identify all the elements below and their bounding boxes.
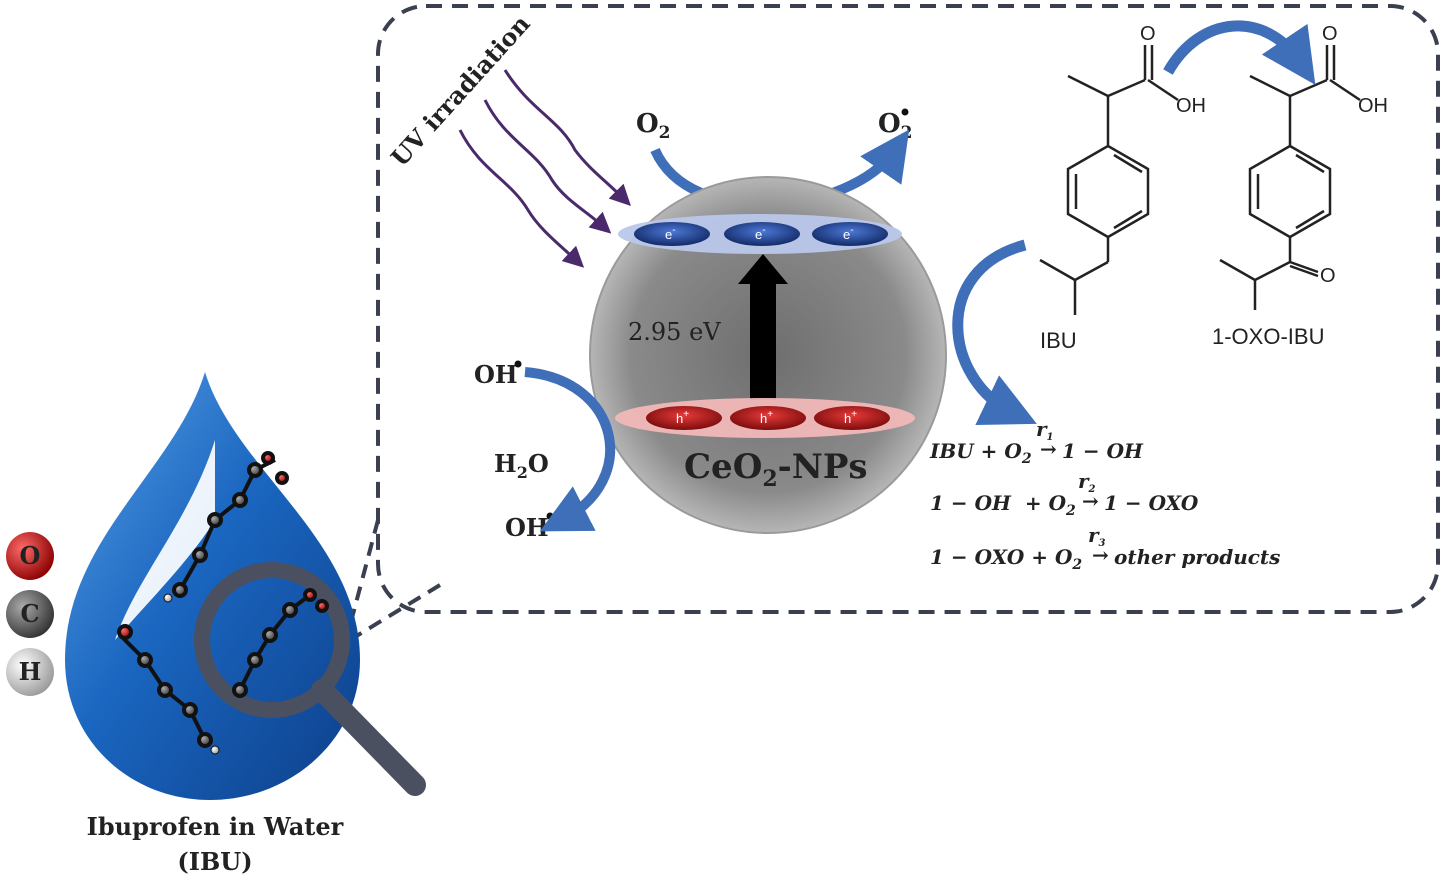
eq1-rhs: 1 − OH bbox=[1062, 439, 1144, 463]
conversion-arrow bbox=[1163, 20, 1316, 85]
legend-hydrogen-ball bbox=[6, 648, 54, 696]
ibu-label: IBU bbox=[1040, 328, 1077, 353]
eq1-lhs: IBU + O2 bbox=[929, 439, 1032, 467]
eq3-arrow: → bbox=[1092, 543, 1109, 567]
water-oxidation-arrow bbox=[524, 367, 616, 532]
eq3-rhs: other products bbox=[1114, 545, 1280, 569]
legend-hydrogen-label: H bbox=[19, 657, 42, 686]
oxo-oh-group: OH bbox=[1358, 95, 1388, 117]
caption-line-2: (IBU) bbox=[177, 847, 252, 876]
uv-ray-1 bbox=[503, 69, 631, 206]
holes: h+ h+ h+ bbox=[646, 406, 890, 430]
ibu-structure bbox=[1039, 45, 1179, 315]
drop-molecule-2 bbox=[117, 624, 220, 755]
hole-1-label: h+ bbox=[676, 409, 689, 426]
uv-label: UV irradiation bbox=[385, 9, 536, 172]
electron-2 bbox=[724, 222, 800, 246]
electron-1 bbox=[634, 222, 710, 246]
oh-radical-label: OH bbox=[474, 360, 518, 389]
caption-line-1: Ibuprofen in Water bbox=[87, 812, 344, 841]
band-gap-shaft bbox=[750, 282, 776, 400]
magnified-molecule bbox=[232, 588, 329, 698]
eq2-lhs: 1 − OH + O2 bbox=[930, 491, 1076, 519]
zoom-line-top bbox=[350, 519, 380, 619]
o2-radical-dot bbox=[901, 108, 909, 116]
oh-radical-2-dot bbox=[546, 512, 554, 520]
magnifier-lens bbox=[194, 562, 350, 718]
oh-radical-2-label: OH bbox=[505, 513, 549, 542]
equation-2: 1 − OH + O2 r2 → 1 − OXO bbox=[930, 469, 1199, 519]
eq3-lhs: 1 − OXO + O2 bbox=[930, 545, 1082, 573]
zoom-line-bottom bbox=[348, 583, 442, 642]
uv-rays bbox=[458, 69, 631, 268]
uv-ray-3 bbox=[458, 129, 585, 268]
electrons: e- e- e- bbox=[634, 222, 888, 246]
atom-legend: O C H bbox=[6, 532, 54, 696]
hole-2-label: h+ bbox=[760, 409, 773, 426]
legend-carbon-label: C bbox=[20, 599, 39, 628]
oh-radical-dot bbox=[514, 360, 522, 368]
hole-1 bbox=[646, 406, 722, 430]
o2-in-label: O2 bbox=[636, 109, 671, 143]
eq2-rate: r2 bbox=[1078, 469, 1096, 495]
hole-3-label: h+ bbox=[844, 409, 857, 426]
electron-1-label: e- bbox=[665, 225, 676, 242]
oxo-ibu-label: 1-OXO-IBU bbox=[1212, 324, 1324, 349]
hole-3 bbox=[814, 406, 890, 430]
legend-oxygen-ball bbox=[6, 532, 54, 580]
band-gap-label: 2.95 eV bbox=[628, 318, 721, 346]
electron-2-label: e- bbox=[755, 225, 766, 242]
oxo-ketone-o: O bbox=[1320, 265, 1336, 287]
equation-3: 1 − OXO + O2 r3 → other products bbox=[930, 523, 1280, 573]
oxo-ibu-structure bbox=[1219, 45, 1361, 310]
eq1-rate: r1 bbox=[1036, 417, 1054, 443]
ibu-carbonyl-o: O bbox=[1140, 23, 1156, 45]
oxo-carbonyl-o: O bbox=[1322, 23, 1338, 45]
ibu-oh-group: OH bbox=[1176, 95, 1206, 117]
legend-oxygen-label: O bbox=[20, 541, 41, 570]
callout-box bbox=[376, 4, 1440, 614]
eq2-arrow: → bbox=[1082, 489, 1099, 513]
magnifier-handle bbox=[311, 679, 426, 796]
band-gap-arrowhead bbox=[738, 254, 788, 284]
degradation-arrow bbox=[952, 239, 1037, 425]
water-drop bbox=[65, 372, 360, 800]
electron-3-label: e- bbox=[843, 225, 854, 242]
drop-molecule-1 bbox=[163, 451, 289, 603]
uv-ray-2 bbox=[483, 99, 612, 234]
eq2-rhs: 1 − OXO bbox=[1104, 491, 1199, 515]
water-label: H2O bbox=[494, 449, 549, 482]
eq3-rate: r3 bbox=[1088, 523, 1106, 549]
equation-1: IBU + O2 r1 → 1 − OH bbox=[929, 417, 1144, 467]
particle-label: CeO2-NPs bbox=[684, 447, 868, 492]
eq1-arrow: → bbox=[1040, 437, 1057, 461]
legend-carbon-ball bbox=[6, 590, 54, 638]
drop-highlight bbox=[115, 440, 215, 640]
electron-3 bbox=[812, 222, 888, 246]
hole-2 bbox=[730, 406, 806, 430]
